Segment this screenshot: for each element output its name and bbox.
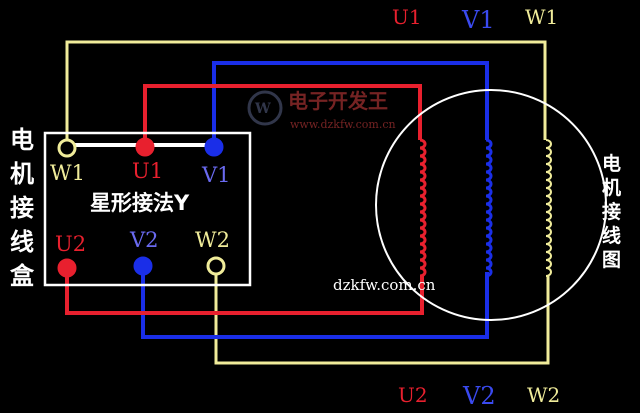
- coil-w: [545, 139, 552, 277]
- terminal-box: [43, 131, 252, 287]
- terminal-u2: [57, 258, 77, 278]
- coil-v: [485, 138, 493, 278]
- v-phase-wire: [212, 61, 489, 147]
- svg-text:机: 机: [10, 159, 34, 188]
- bottom-label-u2: U2: [398, 383, 428, 407]
- label-w2: W2: [195, 228, 230, 252]
- box-caption: 星形接法Y: [90, 191, 190, 215]
- terminal-v1: [204, 137, 224, 157]
- label-u1: U1: [132, 159, 163, 183]
- svg-text:接: 接: [602, 201, 621, 223]
- svg-text:机: 机: [602, 177, 621, 199]
- svg-text:线: 线: [602, 224, 621, 247]
- top-label-v1: V1: [461, 6, 495, 34]
- terminal-w2: [206, 256, 226, 276]
- svg-text:电子开发王: 电子开发王: [288, 89, 388, 113]
- watermark-center: dzkfw.com.cn: [333, 276, 436, 294]
- watermark-logo: W 电子开发王 www.dzkfw.com.cn: [247, 89, 396, 131]
- top-label-w1: W1: [525, 5, 558, 29]
- svg-text:电: 电: [602, 152, 621, 175]
- right-title: 电 机 接 线 图: [602, 152, 621, 271]
- top-label-u1: U1: [392, 5, 422, 29]
- bottom-label-w2: W2: [527, 383, 560, 407]
- svg-text:W: W: [254, 101, 271, 117]
- label-v2: V2: [129, 228, 159, 252]
- w-phase-wire: [65, 40, 547, 148]
- svg-text:图: 图: [602, 249, 621, 271]
- svg-text:盒: 盒: [9, 261, 35, 290]
- bottom-label-v2: V2: [462, 382, 496, 410]
- svg-text:www.dzkfw.com.cn: www.dzkfw.com.cn: [290, 118, 396, 131]
- terminal-w1: [57, 138, 77, 158]
- motor-circle: [375, 89, 607, 321]
- label-w1: W1: [50, 161, 85, 185]
- label-u2: U2: [55, 232, 86, 256]
- svg-text:接: 接: [10, 193, 34, 222]
- left-title: 电 机 接 线 盒: [9, 125, 35, 290]
- label-v1: V1: [201, 163, 231, 187]
- coil-u: [419, 138, 427, 278]
- svg-text:线: 线: [10, 227, 34, 256]
- v-phase-return-wire: [141, 266, 489, 339]
- terminal-v2: [133, 256, 153, 276]
- terminal-u1: [135, 137, 155, 157]
- u-phase-return-wire: [65, 268, 424, 315]
- svg-text:电: 电: [10, 125, 34, 154]
- u-phase-wire: [143, 84, 422, 147]
